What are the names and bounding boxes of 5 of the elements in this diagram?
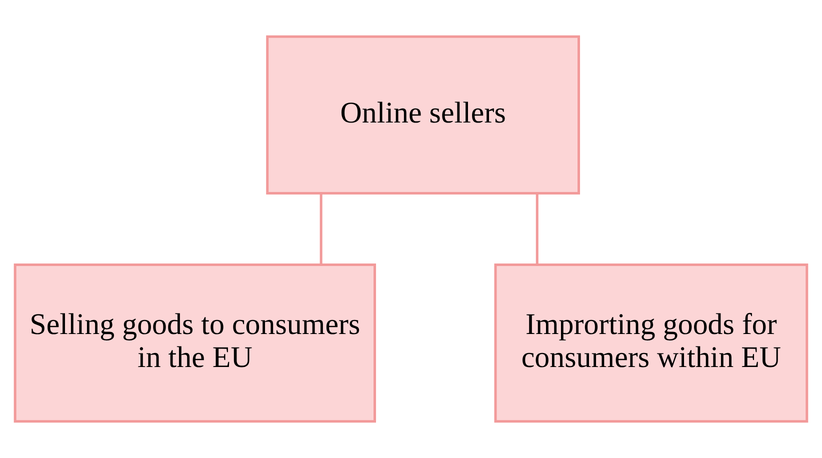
connector bbox=[536, 193, 538, 264]
node-box: Online sellers bbox=[266, 35, 580, 194]
node-box: Improrting goods for consumers within EU bbox=[494, 264, 808, 423]
connector bbox=[320, 193, 322, 264]
node-box: Selling goods to consumers in the EU bbox=[14, 264, 376, 423]
